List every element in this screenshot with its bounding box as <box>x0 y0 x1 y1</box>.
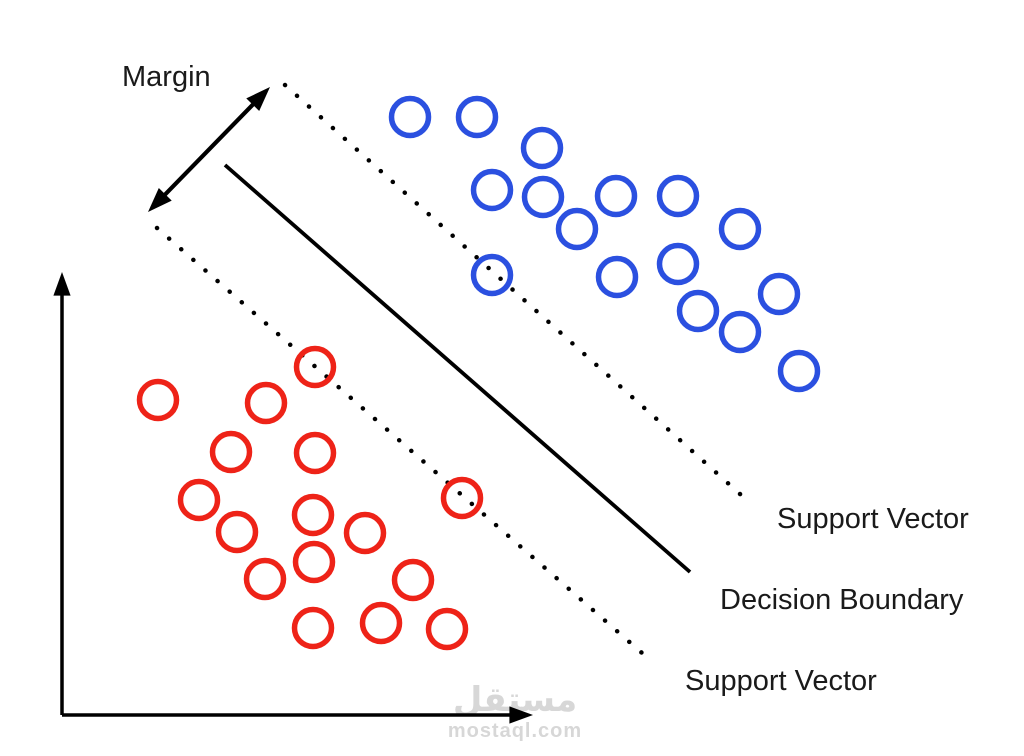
blue-point <box>757 272 801 316</box>
support-vector-lower-label: Support Vector <box>685 665 877 697</box>
blue-point <box>388 95 432 139</box>
support-vector-upper-label: Support Vector <box>777 503 969 535</box>
red-point <box>359 601 403 645</box>
blue-point <box>656 174 700 218</box>
decision-boundary-label: Decision Boundary <box>720 584 964 616</box>
margin-arrow <box>154 94 264 205</box>
blue-point <box>718 207 762 251</box>
red-point <box>292 540 336 584</box>
red-point <box>291 606 335 650</box>
red-point <box>136 378 180 422</box>
blue-point <box>470 168 514 212</box>
points-layer <box>136 95 821 651</box>
red-point <box>293 431 337 475</box>
y-axis-arrowhead <box>53 272 71 296</box>
red-point <box>215 510 259 554</box>
lines-layer <box>53 82 753 724</box>
blue-point <box>555 207 599 251</box>
blue-point <box>520 126 564 170</box>
red-point <box>425 607 469 651</box>
blue-point <box>470 253 514 297</box>
red-point <box>343 511 387 555</box>
margin-arrow-arrowhead <box>148 188 172 212</box>
red-point <box>440 476 484 520</box>
red-point <box>391 558 435 602</box>
red-point <box>209 430 253 474</box>
x-axis-arrowhead <box>509 706 533 724</box>
blue-point <box>595 255 639 299</box>
blue-point <box>594 174 638 218</box>
watermark-site-text: mostaql.com <box>448 720 582 742</box>
support-vector-upper-line <box>282 82 753 506</box>
blue-point <box>777 349 821 393</box>
margin-arrow-arrowhead <box>246 87 270 111</box>
red-point <box>177 478 221 522</box>
support-vector-lower-line <box>154 225 653 663</box>
red-point <box>244 381 288 425</box>
blue-point <box>455 95 499 139</box>
red-point <box>291 493 335 537</box>
red-point <box>243 557 287 601</box>
blue-point <box>718 310 762 354</box>
blue-point <box>676 289 720 333</box>
blue-point <box>656 242 700 286</box>
blue-point <box>521 175 565 219</box>
red-point <box>293 345 337 389</box>
margin-label: Margin <box>122 61 211 93</box>
decision-boundary-line <box>223 163 692 574</box>
labels-layer: Margin Support Vector Decision Boundary … <box>122 61 969 697</box>
